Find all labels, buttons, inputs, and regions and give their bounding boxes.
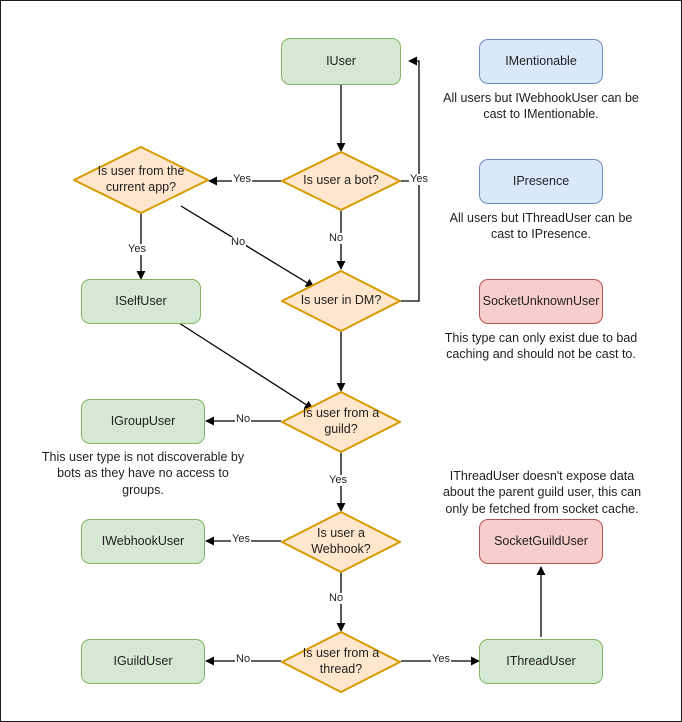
note-socketunknownuser: This type can only exist due to bad cach… <box>444 331 638 362</box>
node-igroupuser-label: IGroupUser <box>110 413 176 428</box>
node-iguilduser-label: IGuildUser <box>113 653 173 668</box>
node-iwebhookuser[interactable]: IWebhookUser <box>81 519 205 564</box>
node-imentionable-label: IMentionable <box>505 53 577 68</box>
edge-label-current-app-left-yes: Yes <box>127 243 147 255</box>
node-socketguilduser[interactable]: SocketGuildUser <box>479 519 603 564</box>
node-socketunknownuser-label: SocketUnknownUser <box>482 293 600 308</box>
node-is-user-from-thread[interactable]: Is user from a thread? <box>281 631 401 693</box>
node-is-user-a-webhook[interactable]: Is user a Webhook? <box>281 511 401 573</box>
node-is-user-from-guild[interactable]: Is user from a guild? <box>281 391 401 453</box>
note-socketguilduser: IThreadUser doesn't expose data about th… <box>442 469 642 516</box>
node-ipresence-label: IPresence <box>512 173 570 188</box>
diamond-shape-icon <box>281 391 401 453</box>
edge-label-current-app-yes: Yes <box>232 173 252 185</box>
edge-label-bot-yes: Yes <box>409 173 429 185</box>
node-socketunknownuser[interactable]: SocketUnknownUser <box>479 279 603 324</box>
node-is-user-in-dm-label: Is user in DM? <box>300 293 382 308</box>
node-is-user-from-current-app-label: Is user from the current app? <box>97 164 185 194</box>
node-iwebhookuser-label: IWebhookUser <box>101 533 185 548</box>
node-is-user-in-dm[interactable]: Is user in DM? <box>281 270 401 332</box>
node-is-user-from-guild-label: Is user from a guild? <box>302 406 380 436</box>
node-is-user-a-webhook-label: Is user a Webhook? <box>311 526 371 556</box>
diamond-shape-icon <box>281 511 401 573</box>
node-is-user-a-bot[interactable]: Is user a bot? <box>281 151 401 211</box>
node-is-user-from-thread-label: Is user from a thread? <box>302 646 380 676</box>
node-socketguilduser-label: SocketGuildUser <box>494 533 588 548</box>
note-ipresence: All users but IThreadUser can be cast to… <box>449 211 633 242</box>
edge-label-thread-yes: Yes <box>431 653 451 665</box>
node-iuser[interactable]: IUser <box>281 38 401 85</box>
node-igroupuser[interactable]: IGroupUser <box>81 399 205 444</box>
node-is-user-from-current-app[interactable]: Is user from the current app? <box>73 146 209 214</box>
edge-label-guild-no: No <box>235 413 252 425</box>
edge-label-guild-yes: Yes <box>328 474 348 486</box>
node-ipresence[interactable]: IPresence <box>479 159 603 204</box>
diamond-shape-icon <box>73 146 209 214</box>
node-iselfuser-label: ISelfUser <box>115 293 167 308</box>
node-iselfuser[interactable]: ISelfUser <box>81 279 201 324</box>
node-iguilduser[interactable]: IGuildUser <box>81 639 205 684</box>
node-ithreaduser[interactable]: IThreadUser <box>479 639 603 684</box>
edge-label-bot-no: No <box>328 232 345 244</box>
node-ithreaduser-label: IThreadUser <box>506 653 576 668</box>
edge-label-webhook-no: No <box>328 592 345 604</box>
edge-label-thread-no: No <box>235 653 252 665</box>
edge-bot-yes-to-iuser <box>401 56 420 182</box>
note-igroupuser: This user type is not discoverable by bo… <box>41 450 245 497</box>
diamond-shape-icon <box>281 151 401 211</box>
diamond-shape-icon <box>281 631 401 693</box>
edge-label-current-app-no: No <box>230 236 247 248</box>
edge-dm-yes-to-rail <box>401 181 420 302</box>
node-imentionable[interactable]: IMentionable <box>479 39 603 84</box>
note-imentionable: All users but IWebhookUser can be cast t… <box>443 91 639 122</box>
diamond-shape-icon <box>281 270 401 332</box>
node-is-user-a-bot-label: Is user a bot? <box>303 173 379 188</box>
node-iuser-label: IUser <box>326 53 356 68</box>
edge-label-webhook-yes: Yes <box>231 533 251 545</box>
